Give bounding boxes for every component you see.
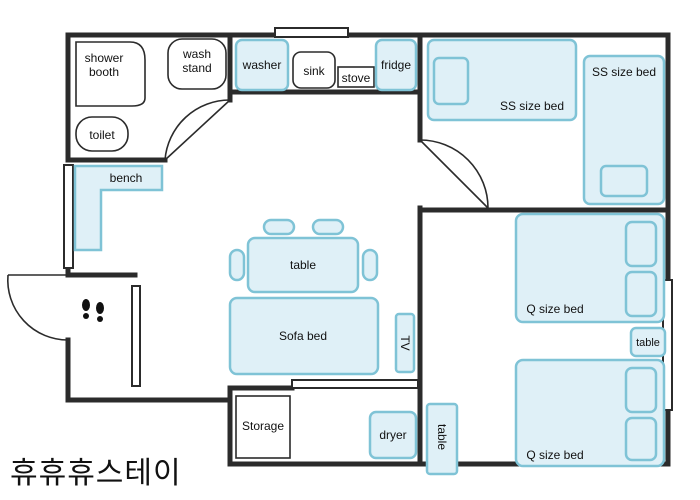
stove: stove [337,66,375,88]
toilet-label: toilet [89,128,115,142]
side-table: table [425,402,459,476]
dryer: dryer [368,410,418,460]
toilet: toilet [75,116,129,152]
q-bed-bottom: Q size bed [514,358,666,468]
stove-label: stove [342,71,371,85]
fridge: fridge [374,38,418,92]
window-frames [63,27,673,411]
ss-bed-left: SS size bed [426,38,578,122]
q-bed-top-label: Q size bed [526,302,583,316]
dryer-label: dryer [379,428,406,442]
ss-bed-right: SS size bed [582,54,666,206]
storage-label: Storage [242,419,284,433]
side-table-label: table [435,424,449,450]
brand-name: 휴휴휴스테이 [10,456,182,491]
fridge-label: fridge [381,58,411,72]
sink: sink [292,51,336,89]
nightstand-label: table [636,337,660,349]
bench-label: bench [110,171,143,185]
q-bed-bottom-label: Q size bed [526,448,583,462]
sofa-bed-label: Sofa bed [279,329,327,343]
walls [65,32,671,467]
washer-label: washer [242,58,282,72]
sink-label: sink [303,64,325,78]
dining-table [246,236,360,294]
tv: TV [394,312,416,374]
footprints-icon [82,299,104,322]
washer: washer [234,38,290,92]
doors [7,99,489,341]
dining-table-label: table [290,258,316,272]
storage: Storage [235,395,291,459]
dining-set: table [228,218,379,294]
tv-label: TV [398,335,412,350]
q-bed-top: Q size bed [514,212,666,324]
bench: bench [73,164,164,252]
ss-bed-left-label: SS size bed [500,99,564,113]
nightstand: table [629,326,667,358]
ss-bed-right-label: SS size bed [592,65,656,79]
sofa-bed: Sofa bed [228,296,380,376]
